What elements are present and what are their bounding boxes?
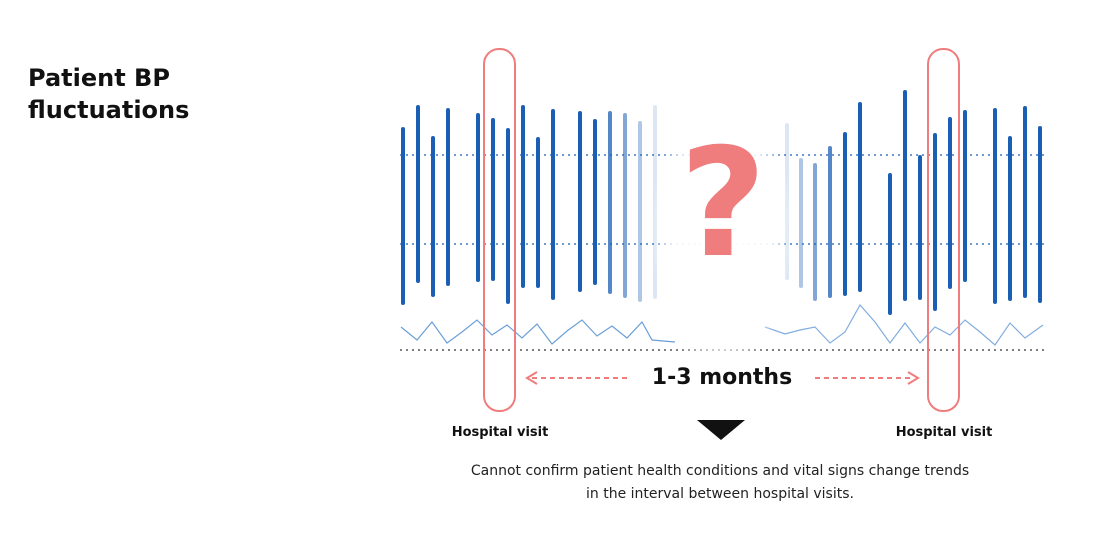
question-mark: ? [679, 117, 766, 291]
hospital-visit-marker-left [483, 48, 516, 412]
unknown-gap-fade [652, 80, 792, 380]
hospital-visit-label-right: Hospital visit [896, 425, 993, 440]
down-arrow-icon [697, 420, 745, 440]
hospital-visit-marker-right [927, 48, 960, 412]
page-title: Patient BP fluctuations [28, 64, 190, 124]
vitals-trend-line [400, 303, 1044, 346]
interval-label: 1-3 months [652, 365, 792, 390]
hospital-visit-label-left: Hospital visit [452, 425, 549, 440]
vitals-line-right [764, 303, 1044, 346]
interval-arrow-left [525, 371, 628, 385]
interval-arrow-right [815, 371, 920, 385]
caption-line-1: Cannot confirm patient health conditions… [471, 463, 969, 479]
vitals-line-left [400, 319, 676, 345]
caption-line-2: in the interval between hospital visits. [586, 486, 854, 502]
